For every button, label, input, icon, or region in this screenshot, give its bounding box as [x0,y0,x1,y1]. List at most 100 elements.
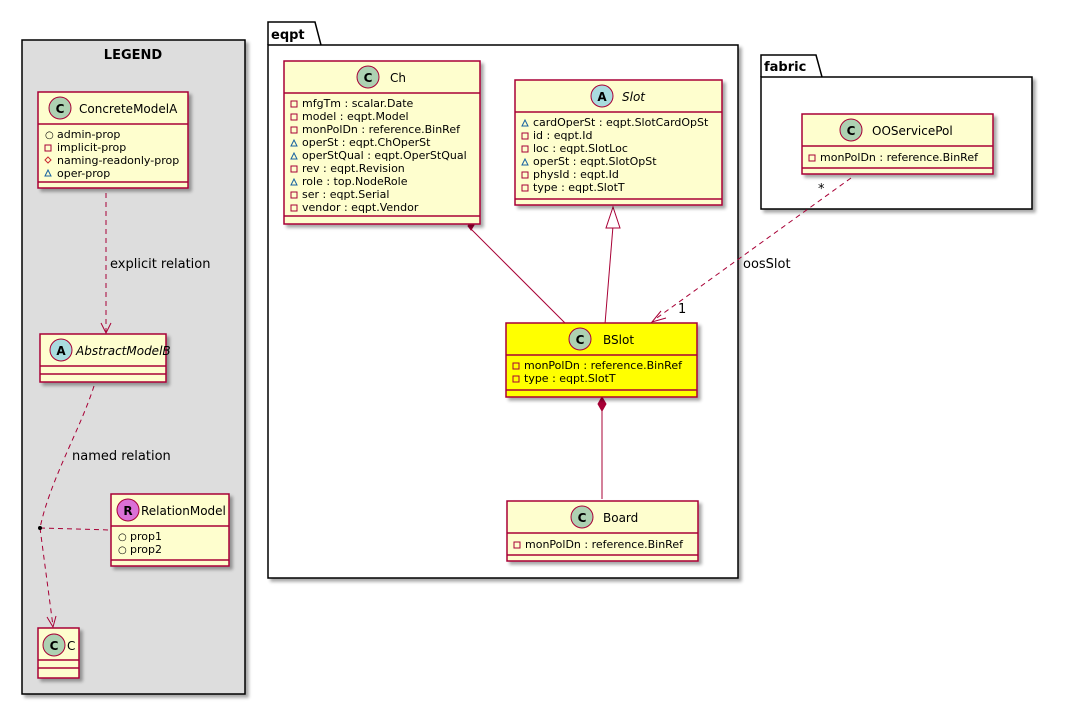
attribute: monPolDn : reference.BinRef [525,538,684,551]
class-c-icon [42,633,66,657]
slot-bslot-generalization-line [604,225,614,325]
attribute: mfgTm : scalar.Date [302,97,414,110]
class-concrete-model-a[interactable]: C ConcreteModelA ○ admin-prop implicit-p… [37,91,189,189]
vis-private-icon [521,184,529,192]
svg-text:C: C [576,333,585,347]
class-r-icon [116,498,140,522]
named-relation-label: named relation [72,449,171,464]
class-name: BSlot [603,333,634,347]
vis-package-icon [521,118,529,127]
vis-package-icon [521,157,529,166]
attribute: naming-readonly-prop [57,154,179,167]
attribute: type : eqpt.SlotT [533,181,625,194]
class-name: ConcreteModelA [79,102,178,116]
legend-title: LEGEND [104,48,163,63]
class-a-icon [49,338,73,362]
slot-generalization-triangle [605,205,621,229]
attribute: operSt : eqpt.ChOperSt [302,136,431,149]
vis-private-icon [44,144,52,152]
multiplicity-source: * [818,182,825,197]
class-name: RelationModel [141,504,226,518]
vis-protected-icon [44,156,52,164]
svg-text:C: C [50,639,59,653]
attribute: cardOperSt : eqpt.SlotCardOpSt [533,116,709,129]
ch-bslot-composition-line [467,225,567,325]
class-relation-model[interactable]: R RelationModel ○ prop1 ○ prop2 [110,493,230,567]
class-slot[interactable]: A Slot cardOperSt : eqpt.SlotCardOpStid … [514,79,723,206]
attribute: monPolDn : reference.BinRef [524,359,683,372]
class-c-icon [568,327,592,351]
vis-private-icon [808,154,816,162]
vis-package-icon [44,168,52,177]
attribute: model : eqpt.Model [302,110,409,123]
relation-point [38,526,42,530]
named-relation-to-c [39,527,54,627]
oosslot-label: oosSlot [743,257,791,272]
class-name: Ch [390,71,406,85]
vis-private-icon [290,204,298,212]
vis-private-icon [521,171,529,179]
vis-private-icon [521,132,529,140]
vis-private-icon [512,375,520,383]
class-c[interactable]: C C [37,627,80,679]
vis-private-icon [521,145,529,153]
bslot-composition-diamond [597,395,607,413]
attribute: loc : eqpt.SlotLoc [533,142,628,155]
vis-private-icon [290,113,298,121]
attribute: vendor : eqpt.Vendor [302,201,419,214]
vis-package-icon [290,138,298,147]
attribute: physId : eqpt.Id [533,168,619,181]
vis-public-icon: ○ [118,532,127,543]
named-relation-line [39,385,95,529]
class-c-icon [839,118,863,142]
vis-private-icon [290,165,298,173]
class-c-icon [570,505,594,529]
svg-text:C: C [847,124,856,138]
attribute: monPolDn : reference.BinRef [302,123,461,136]
oosslot-relation-line [653,177,852,321]
vis-private-icon [290,100,298,108]
vis-private-icon [512,362,520,370]
attribute: rev : eqpt.Revision [302,162,405,175]
class-board[interactable]: C Board monPolDn : reference.BinRef [506,500,699,562]
class-name: OOServicePol [872,124,953,138]
attribute: role : top.NodeRole [302,175,408,188]
attribute: id : eqpt.Id [533,129,593,142]
relation-model-link [39,527,111,531]
svg-text:A: A [56,344,66,358]
vis-package-icon [290,151,298,160]
attribute: prop1 [130,530,162,543]
class-name: Board [603,511,638,525]
class-c-icon [356,65,380,89]
svg-text:C: C [578,511,587,525]
svg-text:A: A [597,90,607,104]
svg-text:C: C [56,102,65,116]
class-c-icon [48,96,72,120]
class-bslot[interactable]: C BSlot monPolDn : reference.BinReftype … [505,322,698,398]
vis-private-icon [513,541,521,549]
class-name: C [67,639,75,653]
attribute: ser : eqpt.Serial [302,188,389,201]
attribute: oper-prop [57,167,110,180]
attribute: monPolDn : reference.BinRef [820,151,979,164]
vis-package-icon [290,177,298,186]
class-ooservicepol[interactable]: C OOServicePol monPolDn : reference.BinR… [801,113,994,175]
class-name: Slot [622,90,646,104]
oosslot-relation-arrow [650,310,667,323]
class-abstract-model-b[interactable]: A AbstractModelB [39,333,171,383]
attribute: admin-prop [57,128,120,141]
attribute: prop2 [130,543,162,556]
vis-private-icon [290,191,298,199]
explicit-relation-label: explicit relation [110,257,210,272]
relations [39,177,852,629]
fabric-package-title: fabric [764,60,806,75]
eqpt-package-title: eqpt [271,28,305,43]
attribute: operSt : eqpt.SlotOpSt [533,155,657,168]
explicit-relation-arrow [100,322,112,335]
attribute: type : eqpt.SlotT [524,372,616,385]
vis-public-icon: ○ [45,130,54,141]
class-name: AbstractModelB [75,344,171,358]
multiplicity-target: 1 [678,302,686,317]
